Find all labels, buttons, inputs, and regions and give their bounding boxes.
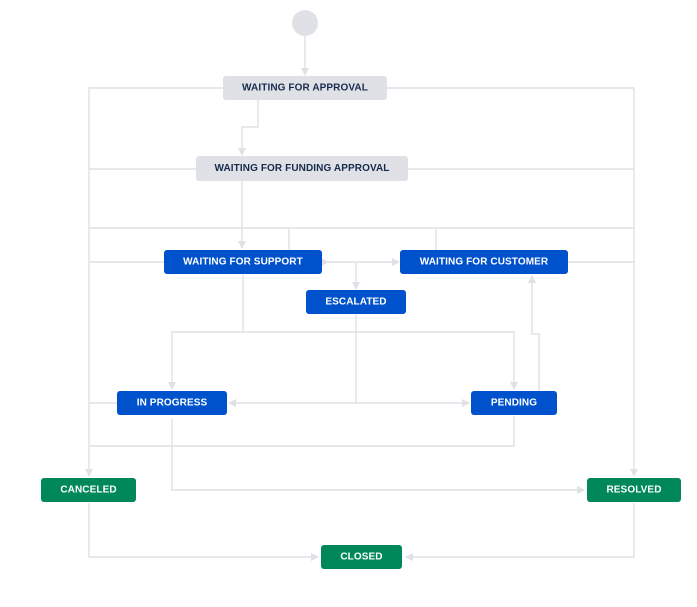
transition-edges — [85, 36, 638, 561]
status-waiting-for-customer[interactable]: WAITING FOR CUSTOMER — [400, 250, 568, 274]
edge-approval-to-funding — [238, 100, 259, 156]
status-label: ESCALATED — [325, 297, 386, 308]
status-waiting-for-support[interactable]: WAITING FOR SUPPORT — [164, 250, 322, 274]
status-label: WAITING FOR APPROVAL — [242, 83, 368, 94]
status-label: RESOLVED — [606, 485, 661, 496]
edge-approval-to-resolved — [387, 87, 638, 477]
edge-inprogress-to-resolved — [171, 419, 585, 494]
status-label: WAITING FOR SUPPORT — [183, 257, 303, 268]
edge-split-to-inprogress — [168, 331, 243, 390]
status-waiting-for-approval[interactable]: WAITING FOR APPROVAL — [223, 76, 387, 100]
status-label: PENDING — [491, 398, 537, 409]
status-label: WAITING FOR FUNDING APPROVAL — [214, 163, 389, 174]
status-canceled[interactable]: CANCELED — [41, 478, 136, 502]
edge-lower-loop — [89, 416, 515, 447]
status-label: WAITING FOR CUSTOMER — [420, 257, 549, 268]
start-node — [292, 10, 318, 36]
status-label: IN PROGRESS — [137, 398, 208, 409]
edge-approval-to-canceled — [85, 87, 223, 477]
status-label: CLOSED — [340, 552, 382, 563]
edge-pending-to-customer — [528, 275, 540, 391]
status-escalated[interactable]: ESCALATED — [306, 290, 406, 314]
status-waiting-for-funding-approval[interactable]: WAITING FOR FUNDING APPROVAL — [196, 156, 408, 181]
edge-split-to-pending — [243, 331, 518, 390]
edge-canceled-to-closed — [88, 503, 319, 561]
status-closed[interactable]: CLOSED — [321, 545, 402, 569]
status-pending[interactable]: PENDING — [471, 391, 557, 415]
status-in-progress[interactable]: IN PROGRESS — [117, 391, 227, 415]
status-resolved[interactable]: RESOLVED — [587, 478, 681, 502]
edge-resolved-to-closed — [405, 503, 635, 561]
status-label: CANCELED — [60, 485, 116, 496]
